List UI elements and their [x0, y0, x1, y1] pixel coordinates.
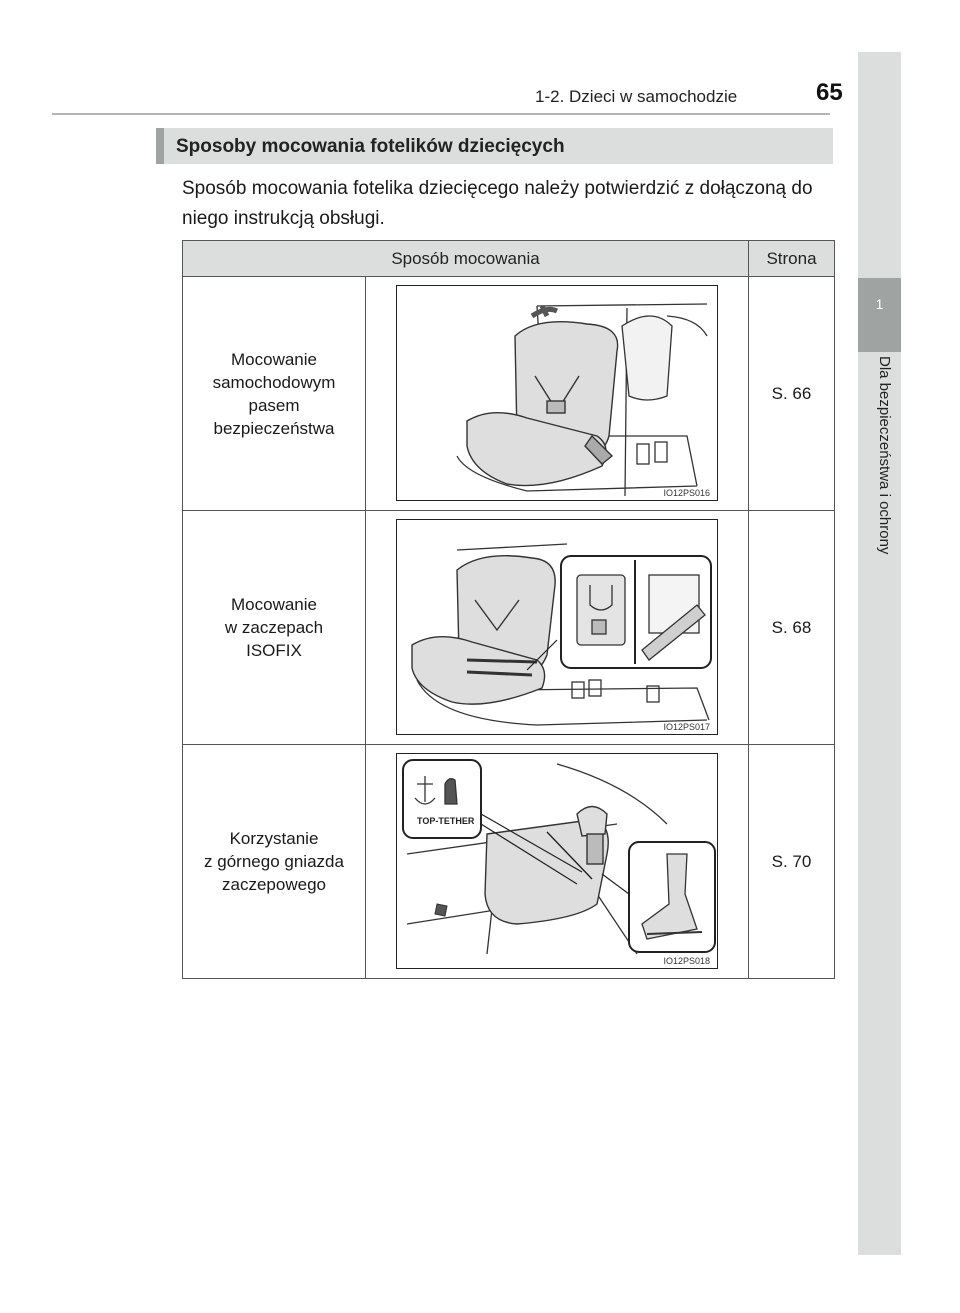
page-ref[interactable]: S. 70 [748, 744, 835, 979]
illustration-cell: TOP-TETHER IO12PS018 [365, 744, 749, 979]
top-tether-illustration: TOP-TETHER IO12PS018 [396, 753, 718, 969]
table-row: Korzystanie z górnego gniazda zaczepoweg… [182, 744, 835, 979]
isofix-illustration: IO12PS017 [396, 519, 718, 735]
seatbelt-illustration: IO12PS016 [396, 285, 718, 501]
top-tether-label: TOP-TETHER [417, 816, 475, 826]
chapter-tab[interactable] [858, 278, 901, 352]
method-seatbelt: Mocowanie samochodowym pasem bezpieczeńs… [182, 276, 366, 511]
chapter-number: 1 [875, 296, 884, 312]
page-ref[interactable]: S. 68 [748, 510, 835, 745]
illustration-cell: IO12PS016 [365, 276, 749, 511]
section-title-band [156, 128, 833, 164]
chapter-sidebar [858, 52, 901, 1255]
method-top-tether: Korzystanie z górnego gniazda zaczepoweg… [182, 744, 366, 979]
method-isofix: Mocowanie w zaczepach ISOFIX [182, 510, 366, 745]
isofix-seat-drawing [411, 543, 712, 726]
mounting-methods-table: Sposób mocowania Strona Mocowanie samoch… [182, 240, 835, 979]
header-method: Sposób mocowania [182, 240, 749, 277]
table-row: Mocowanie w zaczepach ISOFIX [182, 510, 835, 745]
chapter-title: Dla bezpieczeństwa i ochrony [876, 356, 893, 555]
running-header: 1-2. Dzieci w samochodzie [535, 87, 738, 106]
child-seat-belt-drawing [456, 303, 708, 497]
table-row: Mocowanie samochodowym pasem bezpieczeńs… [182, 276, 835, 511]
illustration-code: IO12PS017 [661, 722, 712, 732]
illustration-code: IO12PS016 [661, 488, 712, 498]
illustration-code: IO12PS018 [661, 956, 712, 966]
top-tether-drawing: TOP-TETHER [402, 759, 716, 955]
illustration-cell: IO12PS017 [365, 510, 749, 745]
table-header-row: Sposób mocowania Strona [182, 240, 835, 277]
header-page: Strona [748, 240, 835, 277]
section-heading: Sposoby mocowania fotelików dziecięcych [176, 136, 565, 157]
header-rule [52, 113, 830, 115]
intro-paragraph: Sposób mocowania fotelika dziecięcego na… [182, 178, 813, 229]
page-ref[interactable]: S. 66 [748, 276, 835, 511]
section-title-accent [156, 128, 164, 164]
page-number: 65 [816, 79, 843, 106]
